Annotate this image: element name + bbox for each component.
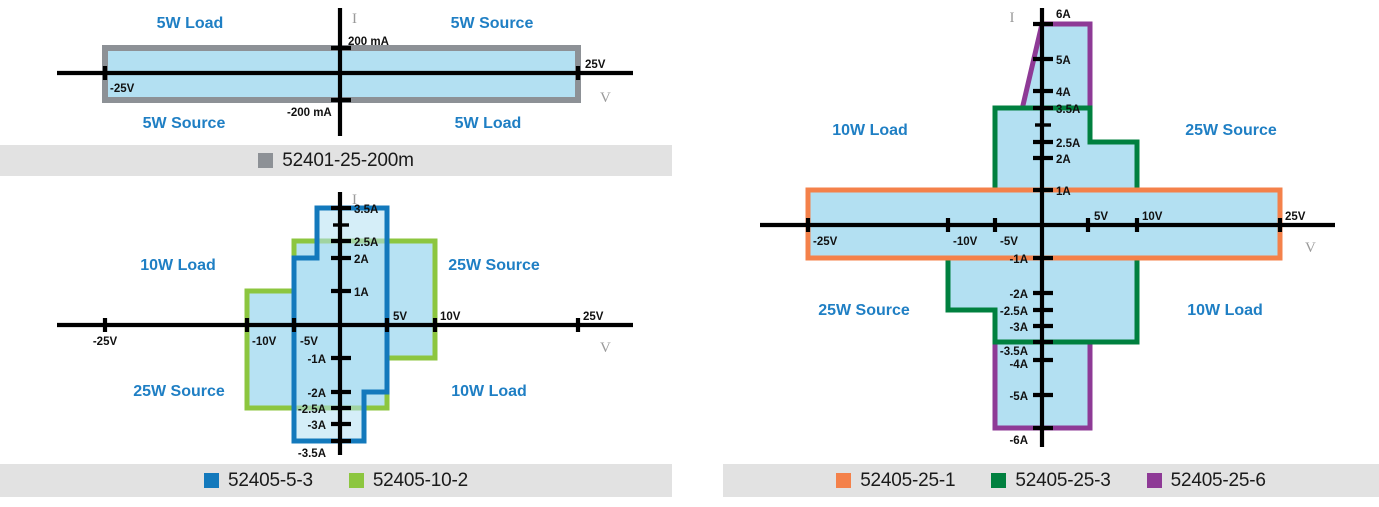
label-i-neg6: -6A bbox=[1009, 435, 1028, 447]
quadrant-label-top-right: 5W Source bbox=[451, 15, 534, 32]
quadrant-label-bottom-right: 5W Load bbox=[455, 115, 522, 132]
quadrant-label-top-left: 5W Load bbox=[157, 15, 224, 32]
label-i-neg3: -3A bbox=[307, 420, 326, 432]
quadrant-label-bottom-left: 25W Source bbox=[133, 383, 225, 400]
legend-swatch-icon bbox=[203, 473, 219, 488]
label-v-pos25: 25V bbox=[585, 59, 606, 71]
legend-entry-52405-25-1: 52405-25-1 bbox=[836, 469, 956, 492]
label-i-4: 4A bbox=[1056, 87, 1071, 99]
quadrant-label-top-right: 25W Source bbox=[448, 257, 540, 274]
current-axis-letter: I bbox=[352, 192, 357, 208]
legend-swatch-icon bbox=[991, 473, 1007, 488]
label-i-2p5: 2.5A bbox=[1056, 138, 1080, 150]
label-v-pos25: 25V bbox=[1285, 211, 1306, 223]
legend-swatch-icon bbox=[348, 473, 364, 488]
label-i-neg3p5: -3.5A bbox=[1000, 346, 1028, 358]
current-axis-letter: I bbox=[352, 11, 357, 27]
label-i-neg5: -5A bbox=[1009, 391, 1028, 403]
legend-label: 52405-5-3 bbox=[227, 469, 313, 491]
label-v-pos25: 25V bbox=[583, 311, 604, 323]
legend-label: 52405-25-6 bbox=[1170, 469, 1266, 491]
quadrant-label-bottom-right: 10W Load bbox=[1187, 302, 1263, 319]
current-axis-letter: I bbox=[1010, 10, 1015, 26]
legend-entry-52405-25-6: 52405-25-6 bbox=[1146, 469, 1266, 492]
voltage-axis-letter: V bbox=[600, 340, 611, 356]
quadrant-label-bottom-left: 5W Source bbox=[143, 115, 226, 132]
quadrant-label-top-left: 10W Load bbox=[140, 257, 216, 274]
chart-bottom-left-svg: I V -25V -10V -5V 5V 10V 25V 3.5A 2.5A 2… bbox=[57, 192, 633, 460]
label-i-neg2: -2A bbox=[1009, 289, 1028, 301]
label-i-pos: 200 mA bbox=[348, 36, 389, 48]
label-i-1: 1A bbox=[1056, 186, 1071, 198]
label-v-neg10: -10V bbox=[252, 336, 277, 348]
label-i-neg2p5: -2.5A bbox=[1000, 306, 1028, 318]
label-v-neg5: -5V bbox=[300, 336, 318, 348]
label-v-neg5: -5V bbox=[1000, 236, 1018, 248]
chart-right-legend: 52405-25-1 52405-25-3 52405-25-6 bbox=[723, 464, 1379, 497]
legend-entry-52405-5-3: 52405-5-3 bbox=[203, 469, 313, 492]
legend-label: 52405-25-1 bbox=[860, 469, 956, 491]
label-i-2: 2A bbox=[354, 254, 369, 266]
label-v-pos5: 5V bbox=[393, 311, 407, 323]
chart-right-panel: I V -25V -10V -5V 5V 10V 25V 6A 5A 4A 3.… bbox=[700, 0, 1379, 460]
legend-swatch-icon bbox=[258, 153, 274, 168]
label-v-pos10: 10V bbox=[1142, 211, 1163, 223]
label-i-neg3: -3A bbox=[1009, 322, 1028, 334]
label-v-neg25: -25V bbox=[110, 83, 135, 95]
quadrant-label-top-right: 25W Source bbox=[1185, 122, 1277, 139]
chart-top-left-panel: I V -25V 25V 200 mA -200 mA 5W Load 5W S… bbox=[0, 0, 690, 145]
label-i-neg: -200 mA bbox=[287, 107, 332, 119]
chart-right-svg: I V -25V -10V -5V 5V 10V 25V 6A 5A 4A 3.… bbox=[760, 8, 1335, 447]
legend-label: 52405-10-2 bbox=[372, 469, 469, 491]
legend-label: 52401-25-200m bbox=[282, 149, 414, 171]
label-i-2: 2A bbox=[1056, 154, 1071, 166]
label-i-neg3p5: -3.5A bbox=[298, 448, 326, 460]
label-v-neg10: -10V bbox=[953, 236, 978, 248]
label-i-neg2: -2A bbox=[307, 388, 326, 400]
label-v-neg25: -25V bbox=[93, 336, 118, 348]
label-i-neg1: -1A bbox=[1009, 254, 1028, 266]
legend-entry-52401-25-200m: 52401-25-200m bbox=[258, 150, 414, 172]
label-i-3p5: 3.5A bbox=[1056, 104, 1080, 116]
legend-swatch-icon bbox=[1146, 473, 1162, 488]
label-i-2p5: 2.5A bbox=[354, 237, 378, 249]
label-i-neg1: -1A bbox=[307, 354, 326, 366]
label-i-neg2p5: -2.5A bbox=[298, 404, 326, 416]
label-i-6: 6A bbox=[1056, 9, 1071, 21]
chart-bottom-left-panel: I V -25V -10V -5V 5V 10V 25V 3.5A 2.5A 2… bbox=[0, 180, 690, 460]
legend-label: 52405-25-3 bbox=[1015, 469, 1111, 491]
label-v-pos10: 10V bbox=[440, 311, 461, 323]
label-v-pos5: 5V bbox=[1094, 211, 1108, 223]
quadrant-label-bottom-left: 25W Source bbox=[818, 302, 910, 319]
label-v-neg25: -25V bbox=[813, 236, 838, 248]
legend-swatch-icon bbox=[836, 473, 852, 488]
label-i-5: 5A bbox=[1056, 55, 1071, 67]
label-i-1: 1A bbox=[354, 287, 369, 299]
voltage-axis-letter: V bbox=[1305, 240, 1316, 256]
legend-entry-52405-25-3: 52405-25-3 bbox=[991, 469, 1111, 492]
legend-entry-52405-10-2: 52405-10-2 bbox=[348, 469, 469, 492]
label-i-3p5: 3.5A bbox=[354, 204, 378, 216]
voltage-axis-letter: V bbox=[600, 90, 611, 106]
chart-top-left-svg: I V -25V 25V 200 mA -200 mA 5W Load 5W S… bbox=[57, 8, 633, 136]
chart-top-left-legend: 52401-25-200m bbox=[0, 145, 672, 176]
chart-bottom-left-legend: 52405-5-3 52405-10-2 bbox=[0, 464, 672, 497]
quadrant-label-bottom-right: 10W Load bbox=[451, 383, 527, 400]
label-i-neg4: -4A bbox=[1009, 359, 1028, 371]
quadrant-label-top-left: 10W Load bbox=[832, 122, 908, 139]
